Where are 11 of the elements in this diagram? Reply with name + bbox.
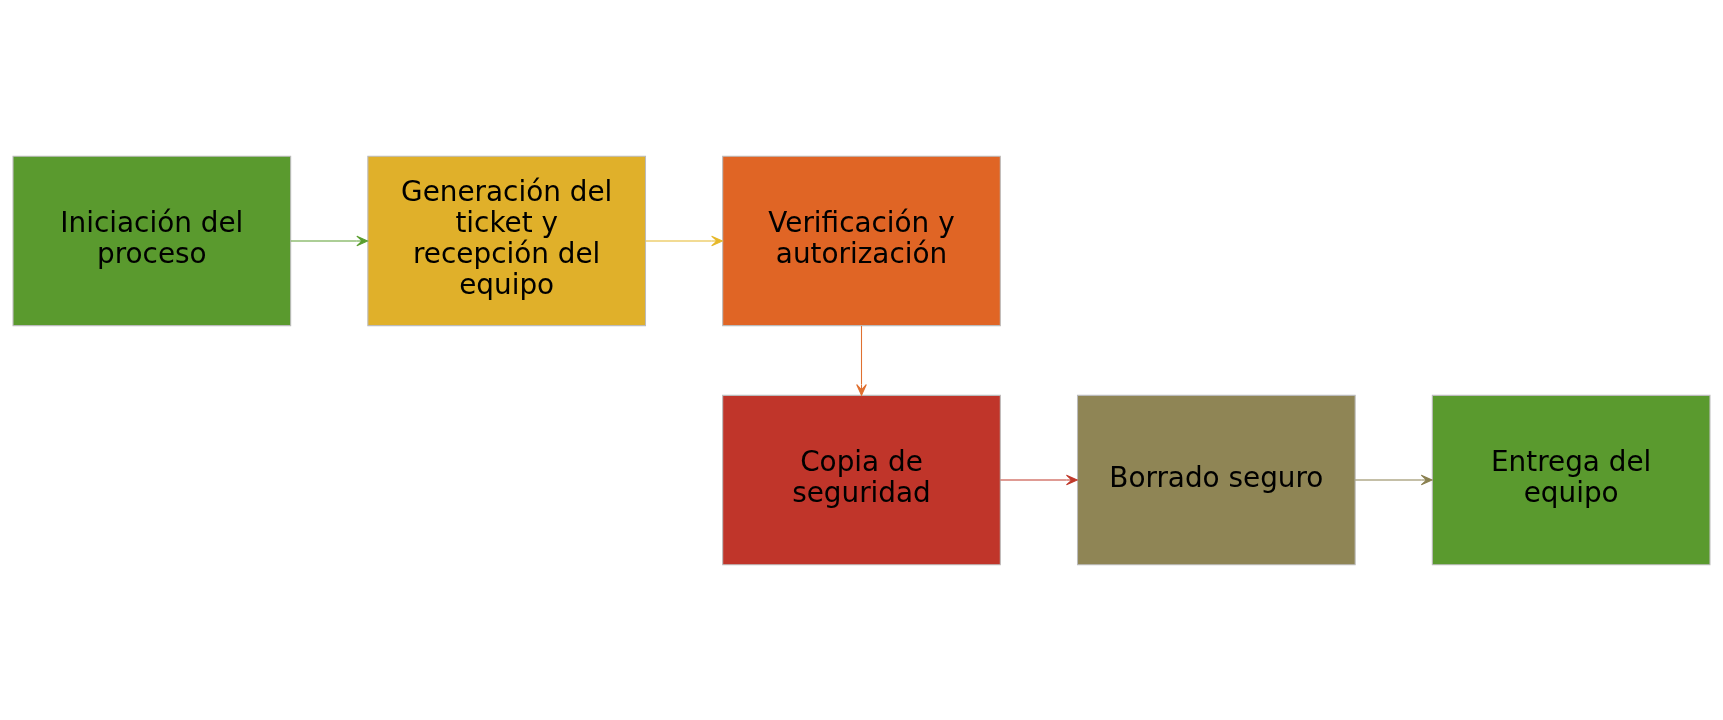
arrow: [1354, 474, 1433, 485]
arrow: [645, 235, 723, 246]
node-box: Borrado seguro: [1076, 394, 1356, 565]
node-box: Iniciación del proceso: [12, 155, 292, 326]
arrow: [856, 324, 867, 396]
node-box: Copia de seguridad: [722, 394, 1001, 565]
node-box: Generación del ticket y recepción del equipo: [367, 155, 647, 326]
arrow: [999, 474, 1078, 485]
node-box: Verificación y autorización: [722, 155, 1001, 326]
node-box: Entrega del equipo: [1431, 394, 1711, 565]
arrow: [290, 235, 369, 246]
